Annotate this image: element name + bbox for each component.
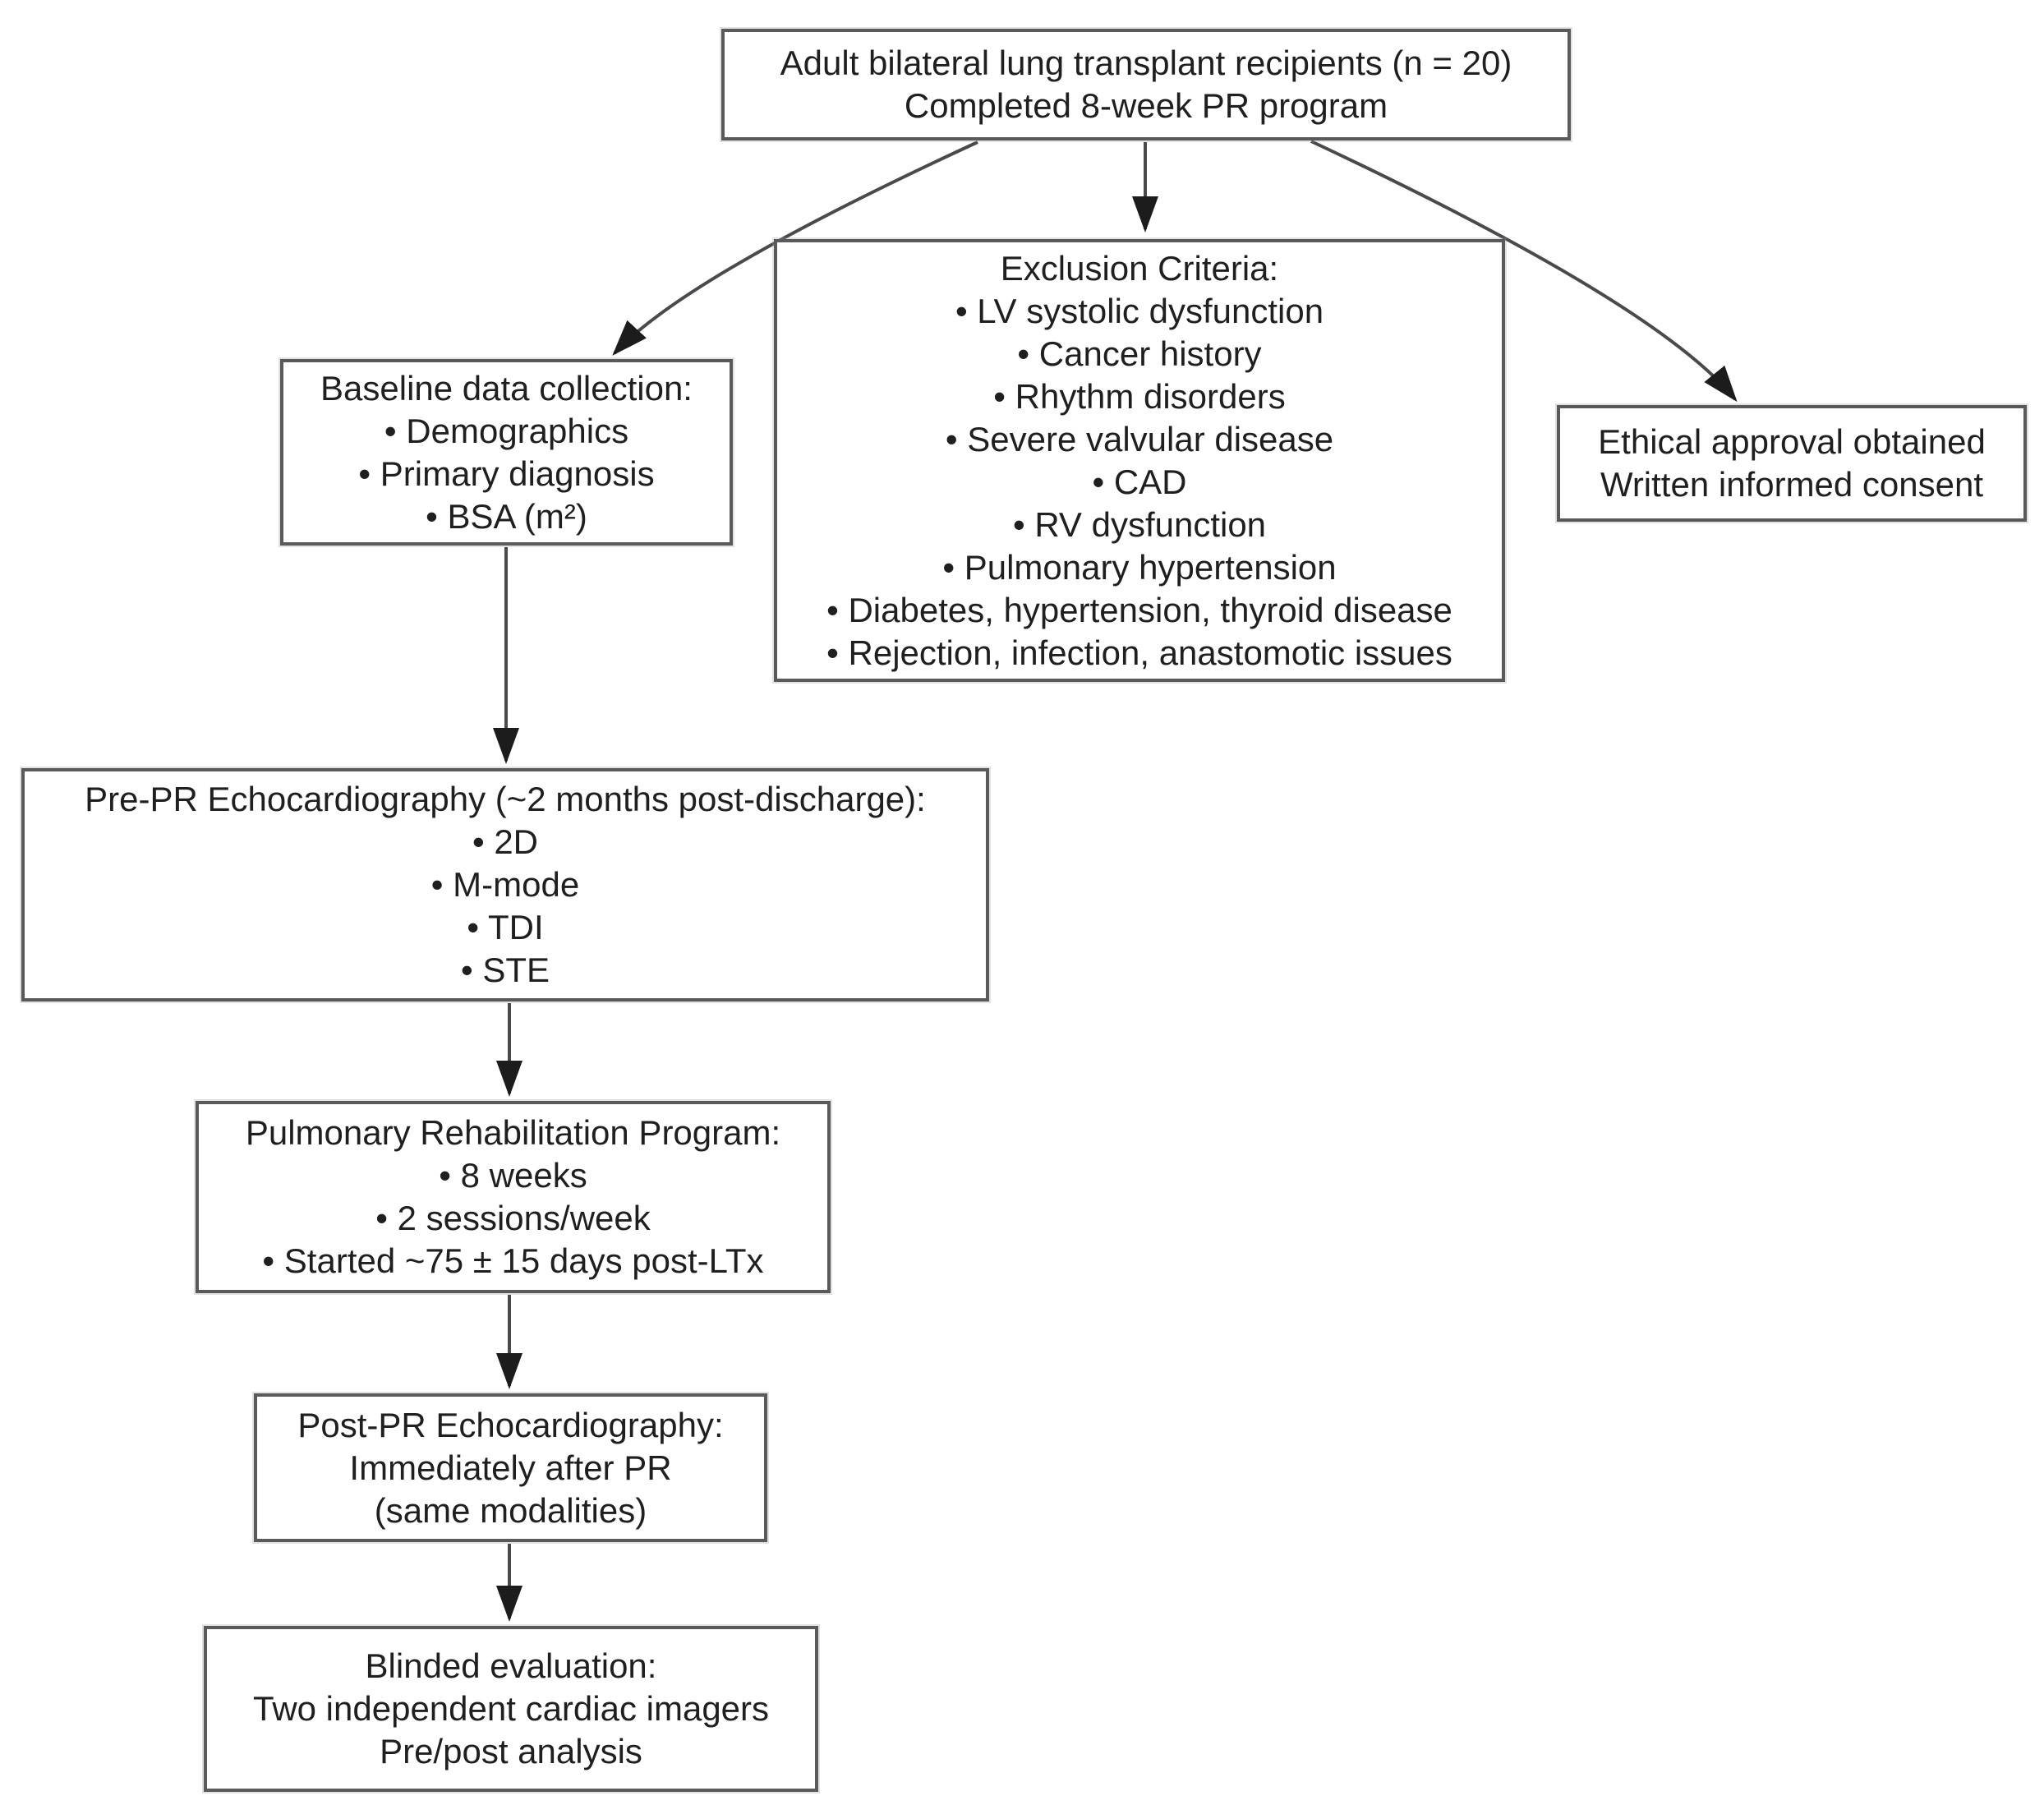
baseline-title: Baseline data collection: [320,368,693,408]
exclusion-title: Exclusion Criteria: [1000,248,1279,288]
post-pr-echo-box: Post-PR Echocardiography: Immediately af… [254,1393,767,1542]
enrollment-line-1: Adult bilateral lung transplant recipien… [780,44,1512,82]
enrollment-line-2: Completed 8-week PR program [904,86,1388,125]
pre-pr-echo-box: Pre-PR Echocardiography (~2 months post-… [21,768,989,1001]
post-pr-line-2: Immediately after PR [349,1448,672,1487]
bullet-item: • 2D [472,822,539,861]
pr-program-box: Pulmonary Rehabilitation Program: • 8 we… [196,1101,831,1293]
bullet-item: • 8 weeks [439,1156,587,1195]
bullet-item: • Severe valvular disease [945,419,1334,458]
bullet-item: • M-mode [430,865,580,904]
bullet-item: • Rejection, infection, anastomotic issu… [826,633,1452,672]
baseline-item-list: • Demographics • Primary diagnosis• BSA (… [358,410,654,538]
bullet-item: • TDI [467,908,544,946]
ethical-approval-box: Ethical approval obtained Written inform… [1557,405,2027,522]
bullet-item: • Pulmonary hypertension [942,547,1337,587]
bullet-item: • Rhythm disorders [993,376,1286,416]
post-pr-line-1: Post-PR Echocardiography: [297,1405,724,1444]
pr-program-item-list: • 8 weeks • 2 sessions/week • Started ~75 … [262,1154,763,1282]
bullet-item: • BSA (m²) [426,496,587,536]
evaluation-line-2: Two independent cardiac imagers [252,1689,770,1728]
bullet-item: • Demographics [384,411,629,450]
exclusion-criteria-box: Exclusion Criteria: • LV systolic dysfun… [774,239,1505,682]
pre-pr-title: Pre-PR Echocardiography (~2 months post-… [85,780,926,818]
blinded-evaluation-box: Blinded evaluation: Two independent card… [204,1626,818,1792]
exclusion-item-list: • LV systolic dysfunction • Cancer histor… [826,290,1452,675]
enrollment-box: Adult bilateral lung transplant recipien… [721,29,1571,140]
evaluation-line-1: Blinded evaluation: [365,1646,657,1685]
pr-program-title: Pulmonary Rehabilitation Program: [245,1113,781,1152]
pre-pr-item-list: • 2D • M-mode • TDI • STE [431,821,579,992]
bullet-item: • Primary diagnosis [358,454,655,493]
bullet-item: • CAD [1092,462,1187,501]
bullet-item: • Started ~75 ± 15 days post-LTx [262,1241,764,1280]
baseline-data-box: Baseline data collection: • Demographics… [280,359,733,546]
evaluation-line-3: Pre/post analysis [380,1732,642,1770]
bullet-item: • Cancer history [1017,334,1262,373]
bullet-item: • LV systolic dysfunction [955,291,1324,330]
bullet-item: • STE [460,951,550,989]
bullet-item: • RV dysfunction [1012,504,1267,544]
bullet-item: • 2 sessions/week [375,1199,651,1237]
bullet-item: • Diabetes, hypertension, thyroid diseas… [826,590,1452,629]
ethics-line-1: Ethical approval obtained [1598,422,1986,461]
post-pr-line-3: (same modalities) [374,1490,647,1530]
ethics-line-2: Written informed consent [1600,465,1984,504]
